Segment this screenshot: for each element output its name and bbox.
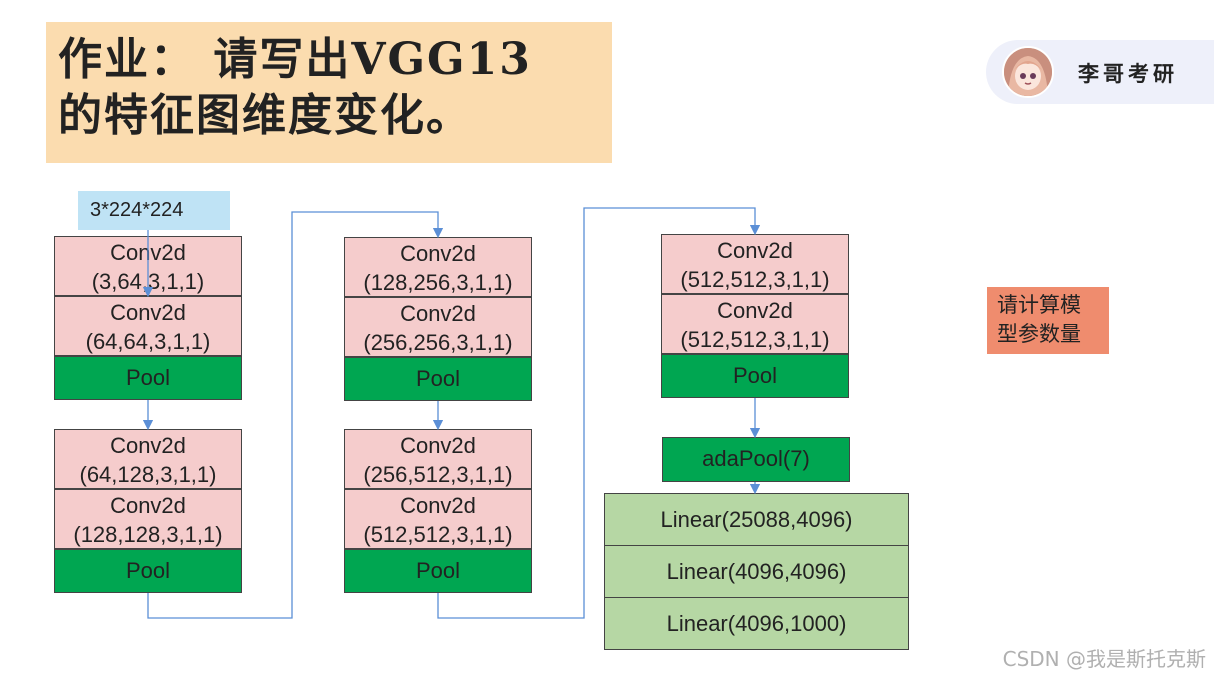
- conv-name: Conv2d: [717, 238, 793, 263]
- conv-name: Conv2d: [400, 301, 476, 326]
- conv-block-2a: Conv2d (64,128,3,1,1): [54, 429, 242, 489]
- input-shape-label: 3*224*224: [78, 191, 230, 230]
- avatar: [1002, 46, 1054, 98]
- conv-params: (128,128,3,1,1): [73, 522, 223, 547]
- conv-block-5a: Conv2d (512,512,3,1,1): [661, 234, 849, 294]
- conv-block-1b: Conv2d (64,64,3,1,1): [54, 296, 242, 356]
- conv-block-3a: Conv2d (128,256,3,1,1): [344, 237, 532, 297]
- pool-block-1: Pool: [54, 356, 242, 400]
- conv-params: (512,512,3,1,1): [680, 327, 830, 352]
- conv-block-3b: Conv2d (256,256,3,1,1): [344, 297, 532, 357]
- pool-block-3: Pool: [344, 357, 532, 401]
- conv-params: (512,512,3,1,1): [363, 522, 513, 547]
- arrow-col2-to-col3: [437, 207, 761, 619]
- brand-name: 李哥考研: [1078, 62, 1178, 86]
- arrow-col1-to-col2: [147, 211, 444, 619]
- conv-block-5b: Conv2d (512,512,3,1,1): [661, 294, 849, 354]
- title-line-2: 的特征图维度变化。: [58, 90, 472, 141]
- conv-params: (128,256,3,1,1): [363, 270, 513, 295]
- pool-block-2: Pool: [54, 549, 242, 593]
- title-box: 作业： 请写出VGG13 的特征图维度变化。: [46, 22, 612, 163]
- pool-block-5: Pool: [661, 354, 849, 398]
- conv-name: Conv2d: [110, 300, 186, 325]
- linear-block-3: Linear(4096,1000): [604, 597, 909, 650]
- conv-name: Conv2d: [717, 298, 793, 323]
- conv-block-4b: Conv2d (512,512,3,1,1): [344, 489, 532, 549]
- conv-params: (512,512,3,1,1): [680, 267, 830, 292]
- conv-name: Conv2d: [400, 493, 476, 518]
- conv-name: Conv2d: [110, 433, 186, 458]
- conv-name: Conv2d: [400, 433, 476, 458]
- conv-params: (64,128,3,1,1): [79, 462, 217, 487]
- pool-block-4: Pool: [344, 549, 532, 593]
- conv-name: Conv2d: [110, 493, 186, 518]
- note-line-1: 请计算模: [997, 293, 1081, 317]
- watermark: CSDN @我是斯托克斯: [1002, 647, 1206, 671]
- conv-name: Conv2d: [400, 241, 476, 266]
- brand-badge: 李哥考研: [986, 40, 1214, 104]
- conv-params: (256,512,3,1,1): [363, 462, 513, 487]
- title-line-1: 作业： 请写出VGG13: [58, 34, 532, 85]
- conv-block-2b: Conv2d (128,128,3,1,1): [54, 489, 242, 549]
- conv-params: (256,256,3,1,1): [363, 330, 513, 355]
- linear-block-2: Linear(4096,4096): [604, 545, 909, 598]
- param-count-note: 请计算模 型参数量: [987, 287, 1109, 354]
- conv-params: (64,64,3,1,1): [85, 329, 211, 354]
- note-line-2: 型参数量: [997, 322, 1081, 346]
